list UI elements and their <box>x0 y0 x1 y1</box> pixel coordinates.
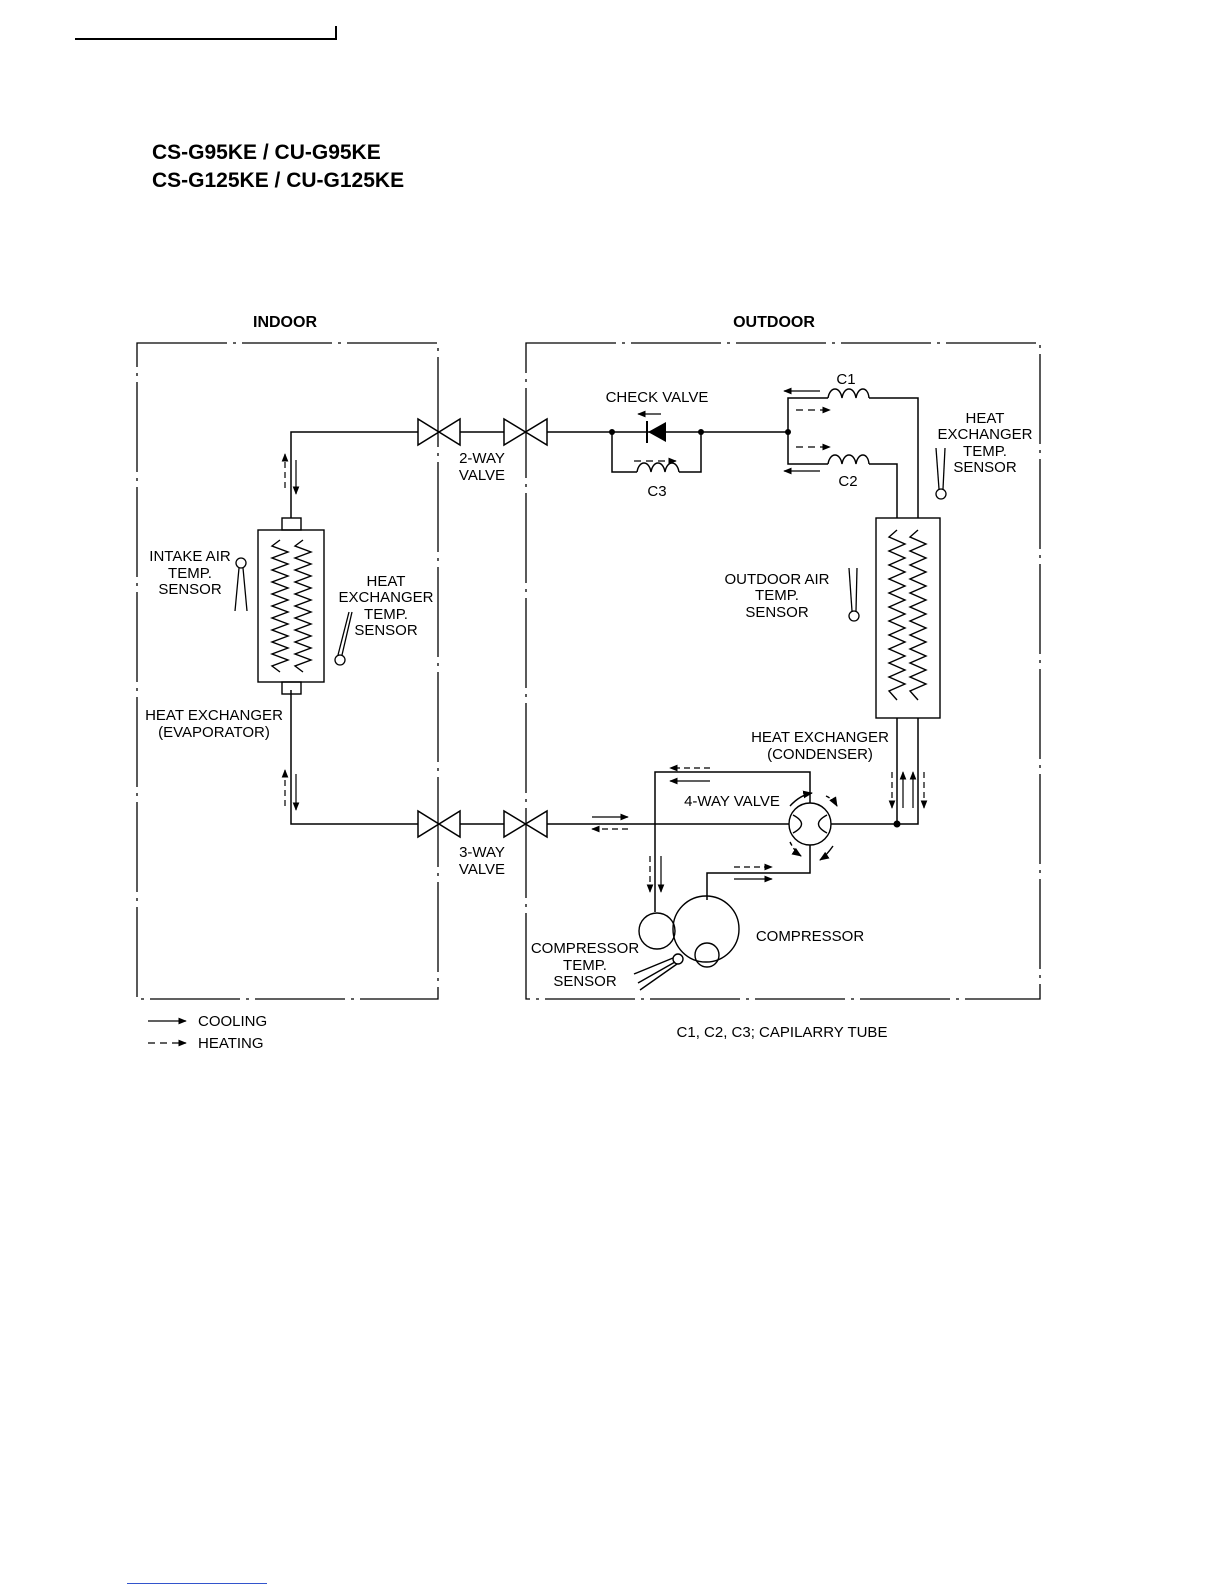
outdoor-hx-sensor-label-3: TEMP. <box>963 443 1007 460</box>
indoor-hx-label-1: HEAT EXCHANGER <box>145 707 283 724</box>
legend <box>148 1017 187 1047</box>
indoor-frame <box>136 342 439 1000</box>
c3-bypass <box>611 432 637 473</box>
four-way-valve-symbol <box>788 790 838 861</box>
legend-cooling-label: COOLING <box>198 1013 267 1030</box>
indoor-heading: INDOOR <box>253 314 317 331</box>
c1-line <box>869 397 919 518</box>
outdoor-air-sensor-symbol <box>848 567 860 622</box>
model-title-1: CS-G95KE / CU-G95KE <box>152 141 381 164</box>
two-way-valve-label-2: VALVE <box>459 467 505 484</box>
outdoor-hx-label-2: (CONDENSER) <box>767 746 873 763</box>
intake-air-label-2: TEMP. <box>168 565 212 582</box>
two-way-valve-label-1: 2-WAY <box>459 450 505 467</box>
two-way-valve-indoor <box>417 417 461 447</box>
three-way-valve-label-1: 3-WAY <box>459 844 505 861</box>
intake-air-sensor-symbol <box>234 557 248 612</box>
compressor-symbol <box>633 895 740 991</box>
outdoor-frame <box>525 342 1041 1000</box>
c2-label: C2 <box>838 473 857 490</box>
outdoor-heat-exchanger <box>875 517 941 719</box>
outdoor-hx-sensor-label-1: HEAT <box>966 410 1005 427</box>
outdoor-air-label-3: SENSOR <box>745 604 809 621</box>
c2-line <box>869 463 898 518</box>
outdoor-air-label-2: TEMP. <box>755 587 799 604</box>
indoor-lower-pipe <box>290 690 418 825</box>
indoor-hx-sensor-label-1: HEAT <box>367 573 406 590</box>
three-way-valve-outdoor <box>503 809 548 839</box>
indoor-hx-sensor-label-3: TEMP. <box>364 606 408 623</box>
compressor-sensor-label-3: SENSOR <box>553 973 617 990</box>
c2-coil <box>827 454 870 465</box>
check-valve-label: CHECK VALVE <box>606 389 709 406</box>
model-title-2: CS-G125KE / CU-G125KE <box>152 169 405 192</box>
indoor-hx-sensor-label-2: EXCHANGER <box>338 589 433 606</box>
outdoor-air-label-1: OUTDOOR AIR <box>724 571 829 588</box>
capillary-note: C1, C2, C3; CAPILARRY TUBE <box>677 1024 888 1041</box>
check-valve-symbol <box>637 410 666 443</box>
outdoor-hx-sensor-label-4: SENSOR <box>953 459 1017 476</box>
outdoor-heading: OUTDOOR <box>733 314 815 331</box>
c1-label: C1 <box>836 371 855 388</box>
outdoor-hx-label-1: HEAT EXCHANGER <box>751 729 889 746</box>
header-rule <box>75 38 337 40</box>
c3-coil <box>636 462 680 473</box>
compressor-label: COMPRESSOR <box>756 928 865 945</box>
three-way-valve-indoor <box>417 809 461 839</box>
footer-rule <box>127 1583 267 1584</box>
four-way-valve-label: 4-WAY VALVE <box>684 793 780 810</box>
outdoor-hx-sensor-label-2: EXCHANGER <box>937 426 1032 443</box>
legend-heating-label: HEATING <box>198 1035 264 1052</box>
indoor-upper-pipe <box>290 431 418 518</box>
indoor-hx-sensor-symbol <box>334 611 353 666</box>
intake-air-label-1: INTAKE AIR <box>149 548 231 565</box>
c1-coil <box>827 388 870 399</box>
indoor-hx-sensor-label-4: SENSOR <box>354 622 418 639</box>
two-way-valve-outdoor <box>503 417 548 447</box>
indoor-heat-exchanger <box>257 517 325 695</box>
intake-air-label-3: SENSOR <box>158 581 222 598</box>
outdoor-hx-sensor-symbol <box>935 447 947 500</box>
header-tick <box>335 26 337 39</box>
three-way-valve-label-2: VALVE <box>459 861 505 878</box>
compressor-sensor-label-1: COMPRESSOR <box>531 940 640 957</box>
c3-label: C3 <box>647 483 666 500</box>
indoor-hx-label-2: (EVAPORATOR) <box>158 724 270 741</box>
compressor-sensor-label-2: TEMP. <box>563 957 607 974</box>
